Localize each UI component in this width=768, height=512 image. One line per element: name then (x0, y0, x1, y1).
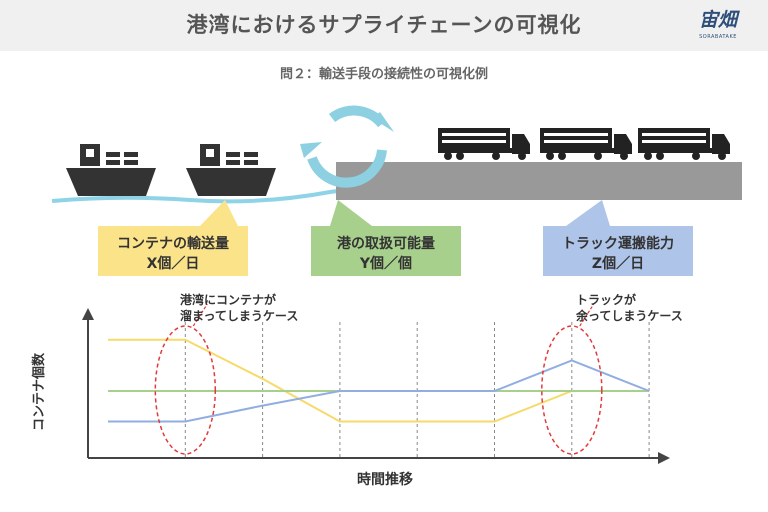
y-axis-arrow (82, 308, 94, 320)
brand-logo: 宙畑 SORABATAKE (694, 6, 742, 46)
callout-ship-volume: コンテナの輸送量 X個／日 (98, 226, 248, 276)
chart-axes (82, 308, 670, 464)
callout-truck-capacity: トラック運搬能力 Z個／日 (543, 226, 693, 276)
annotation-port-line1: 港湾にコンテナが (180, 293, 277, 307)
x-axis-label: 時間推移 (357, 472, 413, 488)
callout-ship-line2: X個／日 (146, 256, 200, 272)
series-line-truck (108, 359, 650, 423)
callout-port-line2: Y個／個 (359, 256, 413, 272)
page-title: 港湾におけるサプライチェーンの可視化 (186, 13, 582, 37)
water-wave (51, 188, 346, 204)
chart-highlights (154, 303, 603, 455)
port-illustration (51, 105, 742, 226)
annotation-truck-surplus: トラックが 余ってしまうケース (576, 292, 683, 324)
truck-icon (438, 128, 530, 160)
annotation-port-line2: 溜まってしまうケース (180, 309, 299, 323)
question-subtitle: 問２：輸送手段の接続性の可視化例 (279, 67, 488, 82)
callout-port-capacity: 港の取扱可能量 Y個／個 (311, 226, 461, 276)
truck-icon (638, 128, 730, 160)
cycle-arrows-icon (300, 105, 394, 188)
series-line-ship (108, 338, 650, 423)
highlight-circle-port (154, 325, 217, 455)
port-quay-icon (336, 162, 742, 200)
header-bar: 港湾におけるサプライチェーンの可視化 宙畑 SORABATAKE (0, 0, 768, 51)
chart-series (108, 338, 650, 423)
truck-icon (540, 128, 632, 160)
callout-ship-line1: コンテナの輸送量 (117, 236, 229, 252)
logo-subtext: SORABATAKE (699, 34, 737, 40)
annotation-truck-line2: 余ってしまうケース (576, 309, 683, 323)
callout-port-line1: 港の取扱可能量 (337, 236, 435, 252)
annotation-truck-line1: トラックが (576, 293, 637, 307)
highlight-leader-truck (579, 303, 595, 327)
logo-mark: 宙畑 (698, 9, 737, 31)
highlight-circle-truck (541, 325, 603, 455)
container-ship-icon (186, 144, 276, 196)
callout-truck-line1: トラック運搬能力 (562, 236, 674, 252)
callout-ship-pointer (200, 200, 238, 226)
callout-truck-line2: Z個／日 (591, 256, 645, 272)
y-axis-label: コンテナ個数 (32, 353, 47, 432)
x-axis-arrow (658, 452, 670, 464)
callout-port-pointer (330, 200, 372, 226)
callout-truck-pointer (566, 200, 610, 226)
annotation-port-congestion: 港湾にコンテナが 溜まってしまうケース (180, 292, 298, 324)
container-ship-icon (66, 144, 156, 196)
highlight-leader-port (192, 303, 208, 327)
